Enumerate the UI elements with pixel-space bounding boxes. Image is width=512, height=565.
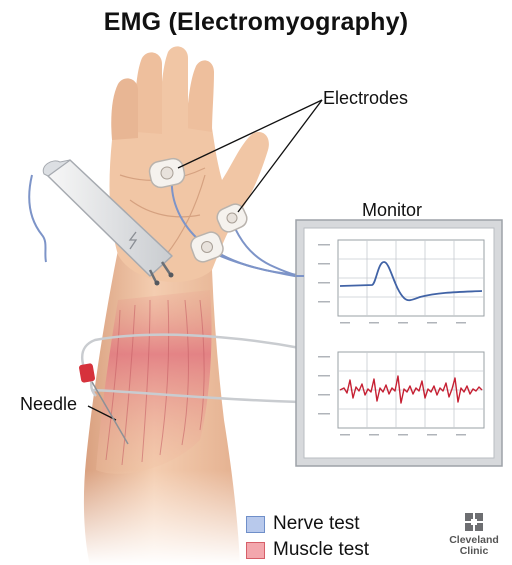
nerve-test-swatch [246,516,265,533]
legend-item-muscle-test: Muscle test [246,539,369,561]
finger-little [111,78,138,140]
monitor-label: Monitor [362,200,422,221]
nerve-test-label: Nerve test [273,513,360,535]
finger-middle [160,46,188,132]
cleveland-clinic-logo-icon [464,512,484,532]
legend-item-nerve-test: Nerve test [246,513,360,535]
cleveland-clinic-logo: Cleveland Clinic [444,512,504,557]
muscle-test-swatch [246,542,265,559]
monitor [296,220,502,466]
finger-ring [135,52,162,134]
finger-index [186,60,214,132]
needle-label: Needle [20,394,77,415]
hand-and-forearm [60,46,269,565]
logo-line-2: Clinic [444,546,504,557]
arm-fade [60,470,260,565]
muscle-test-label: Muscle test [273,539,369,561]
electrodes-label: Electrodes [323,88,408,109]
